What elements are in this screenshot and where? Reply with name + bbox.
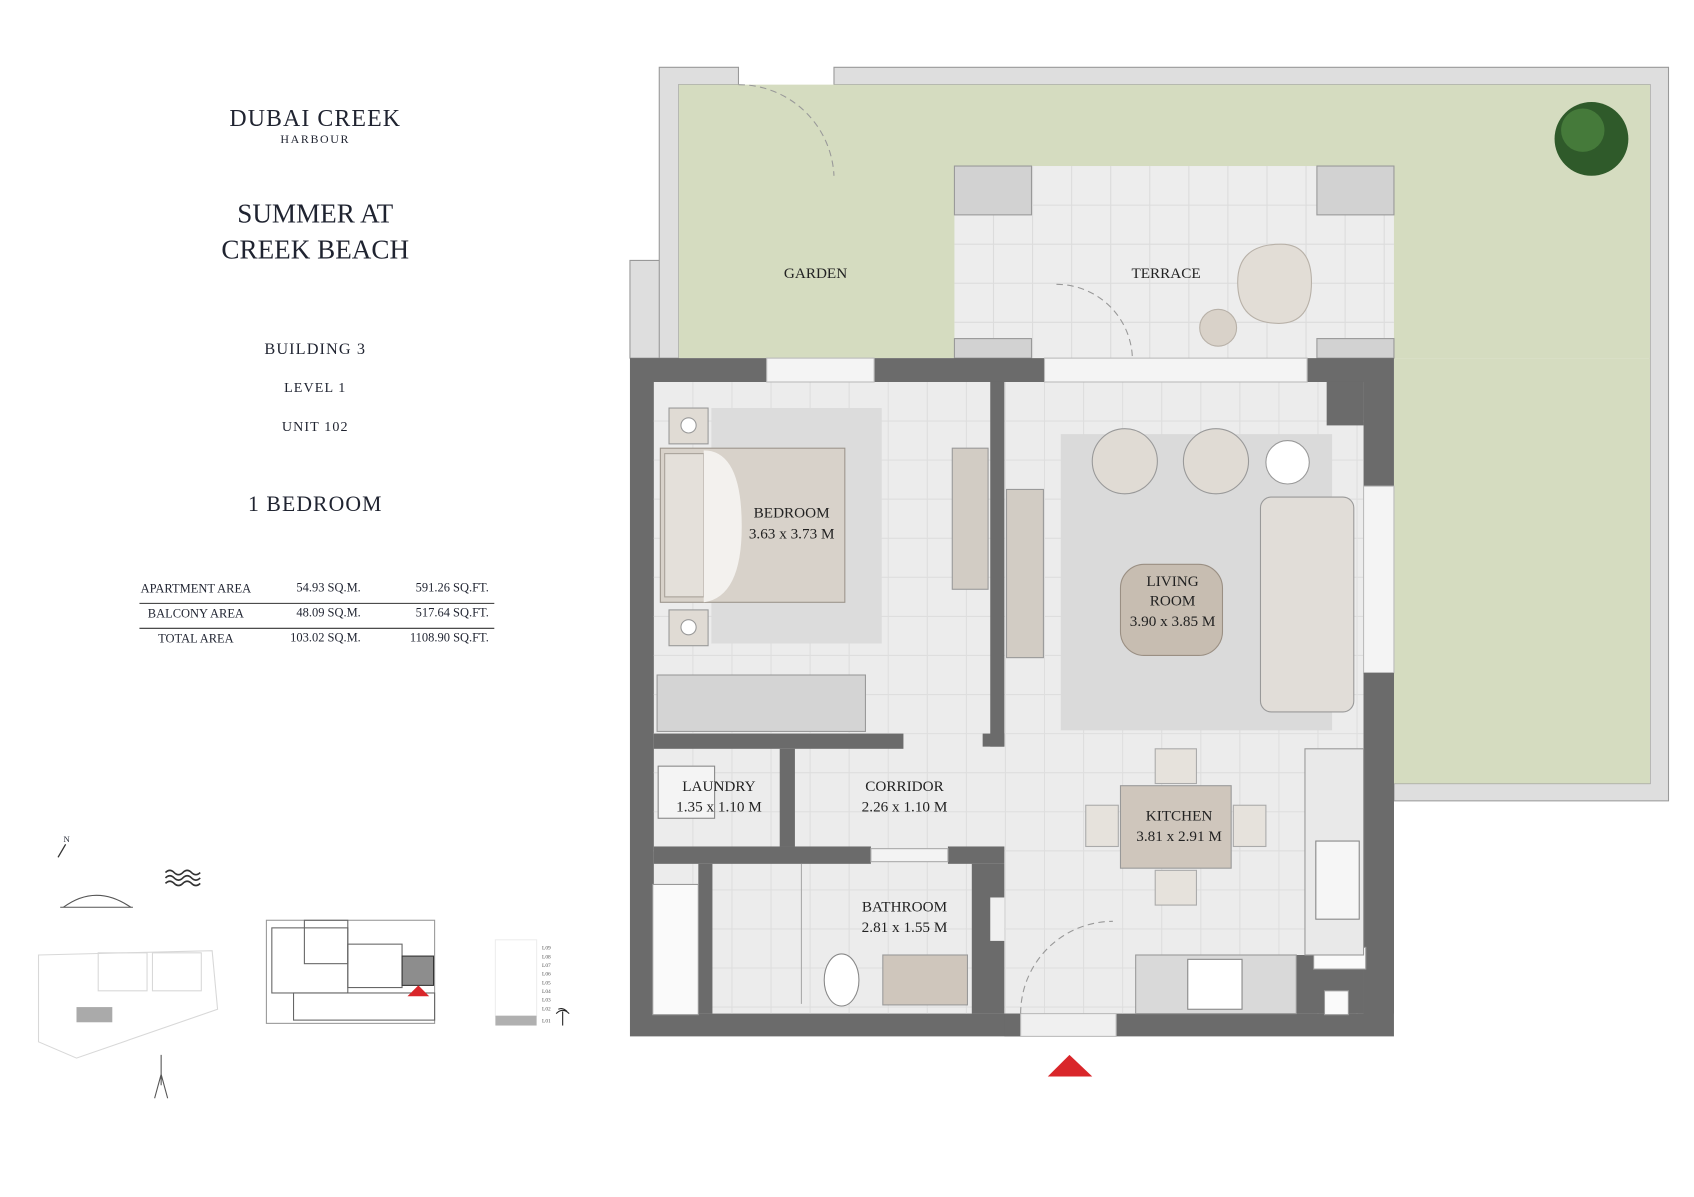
- area-sqm: 54.93 SQ.M.: [296, 580, 360, 594]
- entrance-door[interactable]: [1020, 1013, 1117, 1037]
- armchair: [1182, 428, 1250, 495]
- north-arrow: N: [57, 834, 70, 858]
- room-label-corridor: CORRIDOR: [865, 778, 944, 795]
- terrace: [953, 165, 1395, 361]
- coffee-table: [1119, 563, 1224, 657]
- level-item: L05: [542, 980, 551, 986]
- room-label-bathroom: BATHROOM: [862, 899, 948, 916]
- wardrobe: [656, 674, 866, 732]
- window: [1363, 485, 1395, 674]
- garden-area: [1393, 358, 1651, 784]
- tv-unit: [1005, 488, 1044, 659]
- area-sqft: 591.26 SQ.FT.: [416, 580, 489, 594]
- palm-tree-icon: [555, 1008, 570, 1026]
- waves-icon: [164, 869, 201, 887]
- area-label: BALCONY AREA: [148, 606, 244, 620]
- room-label-living: ROOM: [1150, 593, 1196, 610]
- room-label-living: LIVING: [1146, 573, 1198, 590]
- north-label: N: [63, 834, 70, 844]
- bathroom-window: [870, 848, 949, 863]
- lounge-chair: [1237, 243, 1313, 324]
- area-sqft: 517.64 SQ.FT.: [416, 605, 489, 619]
- room-size-kitchen: 3.81 x 2.91 M: [1136, 828, 1222, 845]
- level-item: L01: [542, 1018, 551, 1024]
- room-size-living: 3.90 x 3.85 M: [1130, 613, 1216, 630]
- room-size-laundry: 1.35 x 1.10 M: [676, 799, 762, 816]
- unit-marker-icon: [407, 985, 430, 997]
- level-label: LEVEL 1: [284, 380, 346, 396]
- area-sqft: 1108.90 SQ.FT.: [410, 630, 489, 644]
- brand-sub: HARBOUR: [280, 132, 350, 146]
- interior-walls: [653, 381, 1394, 1037]
- room-size-corridor: 2.26 x 1.10 M: [862, 799, 948, 816]
- area-label: TOTAL AREA: [158, 631, 234, 645]
- brand-name: DUBAI CREEK: [229, 106, 401, 132]
- area-sqm: 103.02 SQ.M.: [290, 630, 361, 644]
- room-label-garden: GARDEN: [784, 265, 847, 282]
- window: [766, 357, 875, 383]
- column: [1326, 381, 1364, 426]
- building-key-plan: [265, 919, 436, 1024]
- level-item: L04: [542, 989, 551, 995]
- dining-table: [1119, 785, 1232, 869]
- entry-marker-icon: [1047, 1054, 1093, 1077]
- info-panel: DUBAI CREEK HARBOUR SUMMER AT CREEK BEAC…: [37, 106, 570, 1099]
- room-label-laundry: LAUNDRY: [682, 778, 755, 795]
- level-item: L06: [542, 972, 551, 978]
- tree-icon: [1561, 108, 1605, 152]
- room-label-terrace: TERRACE: [1131, 265, 1200, 282]
- level-item: L03: [542, 998, 551, 1004]
- level-item: L08: [542, 954, 551, 960]
- unit-label: UNIT 102: [282, 419, 349, 435]
- room-label-bedroom: BEDROOM: [754, 505, 830, 522]
- armchair: [1091, 428, 1158, 495]
- kitchen-furniture: [1085, 748, 1365, 1015]
- area-table: APARTMENT AREA 54.93 SQ.M. 591.26 SQ.FT.…: [139, 580, 495, 645]
- washing-machine: [657, 765, 716, 819]
- cooktop: [1187, 958, 1243, 1010]
- toilet: [823, 953, 860, 1007]
- window: [1043, 357, 1308, 383]
- room-size-bedroom: 3.63 x 3.73 M: [749, 525, 835, 542]
- side-table: [1265, 440, 1310, 485]
- sofa: [1259, 496, 1355, 713]
- area-label: APARTMENT AREA: [141, 582, 251, 596]
- vanity: [882, 954, 969, 1006]
- bathroom-door[interactable]: [990, 897, 1005, 941]
- site-key-plan: [37, 894, 219, 1099]
- area-sqm: 48.09 SQ.M.: [296, 605, 360, 619]
- storage-cabinet: [652, 883, 699, 1016]
- level-item: L09: [542, 946, 551, 952]
- side-table: [1199, 308, 1238, 347]
- level-stack: L09 L08 L07 L06 L05 L04 L03 L02 L01: [494, 939, 570, 1026]
- project-title-2: CREEK BEACH: [221, 234, 409, 264]
- room-label-kitchen: KITCHEN: [1146, 807, 1213, 824]
- level-item: L02: [542, 1006, 551, 1012]
- sink: [1315, 840, 1360, 920]
- level-item: L07: [542, 963, 551, 969]
- tv-unit: [951, 447, 989, 590]
- room-size-bathroom: 2.81 x 1.55 M: [862, 919, 948, 936]
- unit-type: 1 BEDROOM: [248, 492, 382, 516]
- project-title-1: SUMMER AT: [237, 198, 393, 228]
- building-label: BUILDING 3: [264, 340, 366, 358]
- floor-plan: GARDEN TERRACE BEDROOM 3.63 x 3.73 M LIV…: [629, 66, 1670, 1077]
- living-furniture: [1005, 428, 1355, 731]
- bedroom-furniture: [656, 407, 989, 732]
